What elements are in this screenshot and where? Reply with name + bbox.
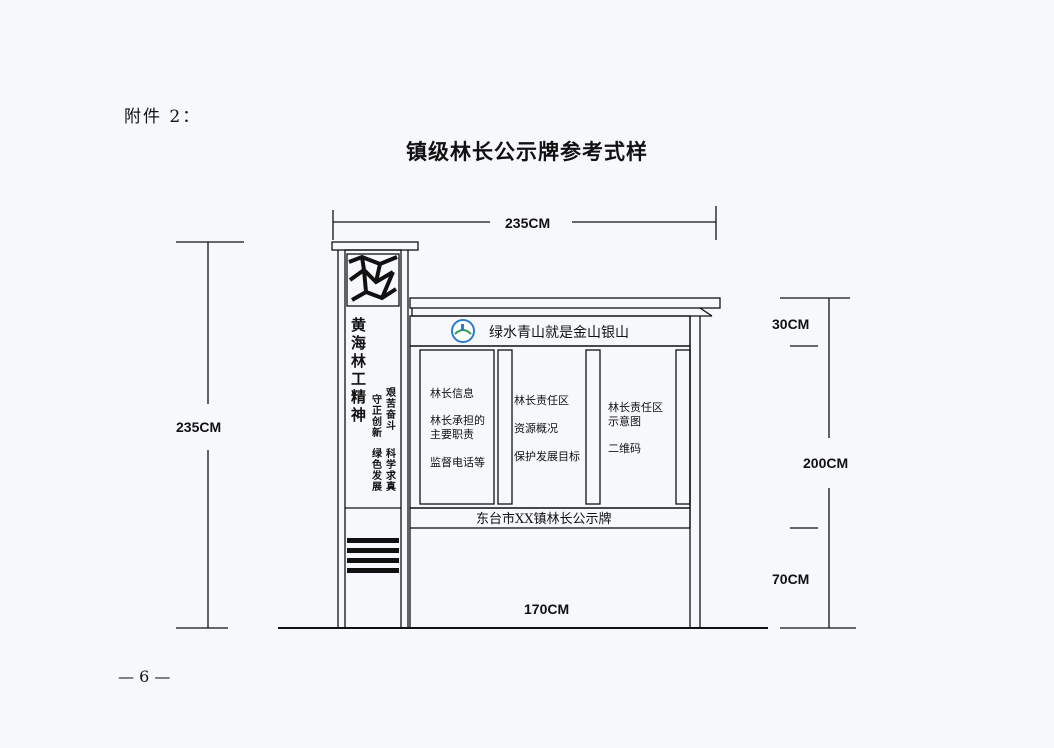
dim-total-height: 235CM [176,419,221,435]
panel-2-line: 保护发展目标 [514,449,580,463]
pillar-motto-text: 守 正 创 新 绿 色 发 展 艰 苦 奋 斗 科 学 求 真 [371,387,397,493]
lattice-frame [346,253,400,307]
motto-char: 创 [371,415,382,428]
motto-char: 发 [371,469,383,482]
dim-board-width: 170CM [524,601,569,617]
panel-divider [585,349,601,505]
panel-3-line: 示意图 [608,414,641,428]
footer-frame [409,507,691,529]
pillar-char: 林 [351,352,367,370]
dim-total-width: 235CM [505,215,550,231]
panel-3-line: 林长责任区 [608,400,663,414]
pillar-char: 神 [351,406,366,424]
board-footer-title: 东台市XX镇林长公示牌 [476,511,612,527]
panel-frame [419,349,495,505]
lattice-pattern [348,254,398,302]
pillar-cap [331,241,419,251]
panel-2-line: 林长责任区 [514,393,569,407]
roof [409,297,721,309]
motto-char: 守 [372,393,382,406]
motto-char: 正 [372,405,382,417]
pillar-char: 工 [351,370,366,388]
motto-char: 真 [386,480,396,493]
pillar-body [344,249,402,629]
panel-divider [675,349,691,505]
dim-bottom-section: 70CM [772,571,809,587]
page-number: — 6 — [118,667,171,686]
dim-board-height: 200CM [803,455,848,471]
motto-char: 艰 [385,387,397,399]
pillar-stripes [347,538,399,573]
motto-char: 学 [386,458,396,471]
panel-divider [497,349,513,505]
panel-1-line: 监督电话等 [430,455,485,469]
panel-2-line: 资源概况 [514,421,558,435]
pillar-char: 黄 [351,316,366,334]
pillar-char: 海 [351,334,366,352]
pillar-char: 精 [351,388,366,406]
motto-char: 斗 [386,420,396,432]
motto-char: 奋 [385,408,397,421]
motto-char: 绿 [372,447,383,460]
dim-top-section: 30CM [772,316,809,332]
motto-char: 科 [386,447,396,460]
banner-slogan: 绿水青山就是金山银山 [489,325,629,341]
motto-char: 求 [386,469,397,482]
motto-char: 新 [372,426,382,439]
panel-1-line: 主要职责 [430,428,474,441]
panel-1-line: 林长信息 [430,386,474,400]
roof-edge [699,307,713,317]
attachment-label: 附件 2： [124,107,202,127]
info-panels: 林长信息 林长承担的 主要职责 监督电话等 林长责任区 资源概况 保护发展目标 … [430,386,663,469]
panel-3-line: 二维码 [608,442,641,455]
motto-char: 色 [372,458,382,471]
motto-char: 展 [372,481,382,493]
motto-char: 苦 [386,397,396,410]
panel-1-line: 林长承担的 [430,413,485,427]
logo-icon [451,319,475,343]
page-title: 镇级林长公示牌参考式样 [406,140,648,164]
pillar-main-text: 黄 海 林 工 精 神 [351,316,367,424]
